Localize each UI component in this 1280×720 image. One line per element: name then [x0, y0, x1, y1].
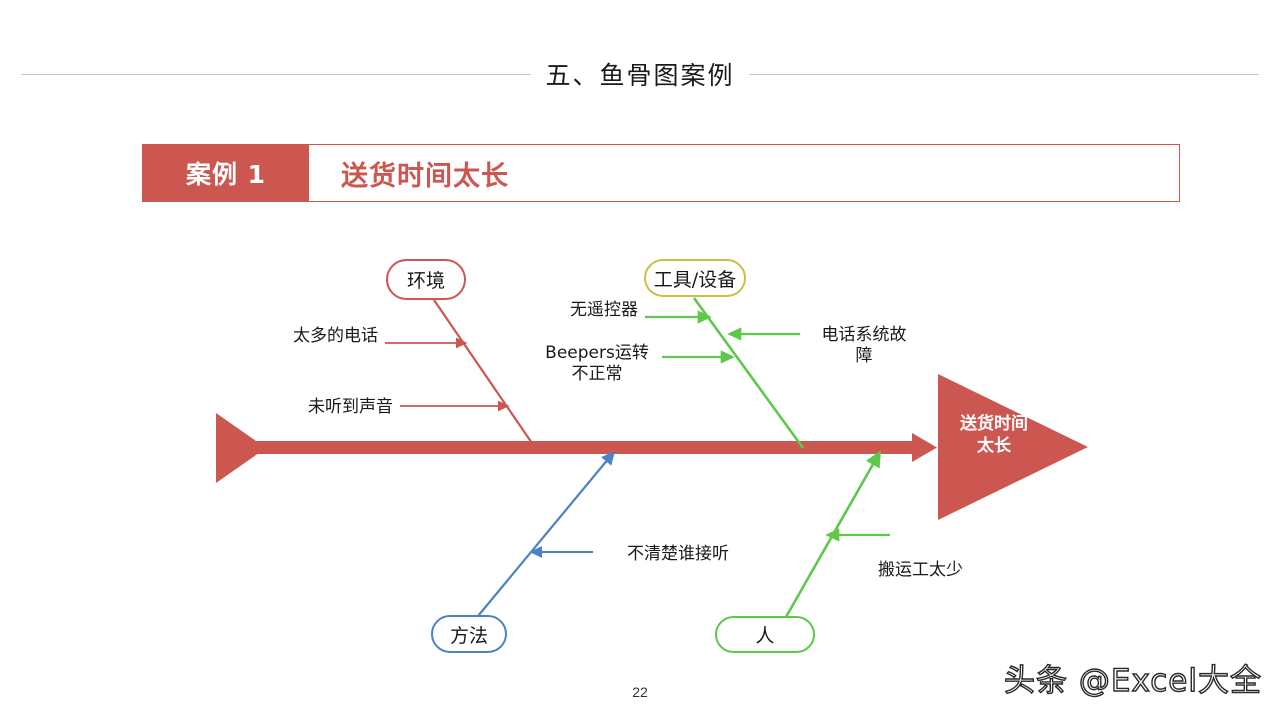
cause-label-too-many-calls: 太多的电话 — [293, 326, 378, 346]
title-rule-left — [21, 73, 532, 75]
fish-tail-icon — [216, 413, 266, 483]
page-title: 五、鱼骨图案例 — [545, 61, 735, 90]
cause-label-beepers-abnormal: Beepers运转 不正常 — [545, 343, 649, 384]
case-banner: 案例 1 送货时间太长 — [142, 144, 1180, 202]
page-number: 22 — [632, 684, 648, 700]
watermark: 头条 @Excel大全 — [1003, 662, 1262, 699]
fish-head-label: 送货时间 太长 — [960, 414, 1028, 456]
branch-line-method — [477, 450, 616, 617]
category-label-environment: 环境 — [406, 270, 445, 292]
case-tag-label: 案例 1 — [143, 145, 309, 201]
case-title-label: 送货时间太长 — [341, 160, 509, 192]
cause-label-phone-system-failure: 电话系统故 障 — [821, 325, 907, 366]
cause-label-no-remote-control: 无遥控器 — [570, 300, 638, 320]
category-label-tools-equipment: 工具/设备 — [653, 268, 737, 291]
fish-spine-arrowhead — [912, 433, 937, 462]
cause-label-too-few-porters: 搬运工太少 — [878, 560, 963, 580]
branch-line-environment — [433, 299, 537, 450]
category-node-tools-equipment[interactable]: 工具/设备 — [644, 259, 746, 297]
category-label-people: 人 — [755, 625, 775, 647]
fish-spine — [250, 441, 918, 454]
cause-label-no-sound-heard: 未听到声音 — [308, 397, 393, 417]
category-label-method: 方法 — [449, 624, 488, 647]
category-node-people[interactable]: 人 — [715, 616, 815, 653]
category-node-method[interactable]: 方法 — [431, 615, 507, 653]
title-rule-right — [748, 73, 1259, 75]
cause-label-unclear-who-answers: 不清楚谁接听 — [627, 544, 729, 564]
branch-line-tools-equipment — [692, 297, 805, 449]
slide-title: 五、鱼骨图案例 — [0, 52, 1280, 96]
category-node-environment[interactable]: 环境 — [386, 259, 466, 300]
fish-head-effect — [938, 374, 1088, 520]
